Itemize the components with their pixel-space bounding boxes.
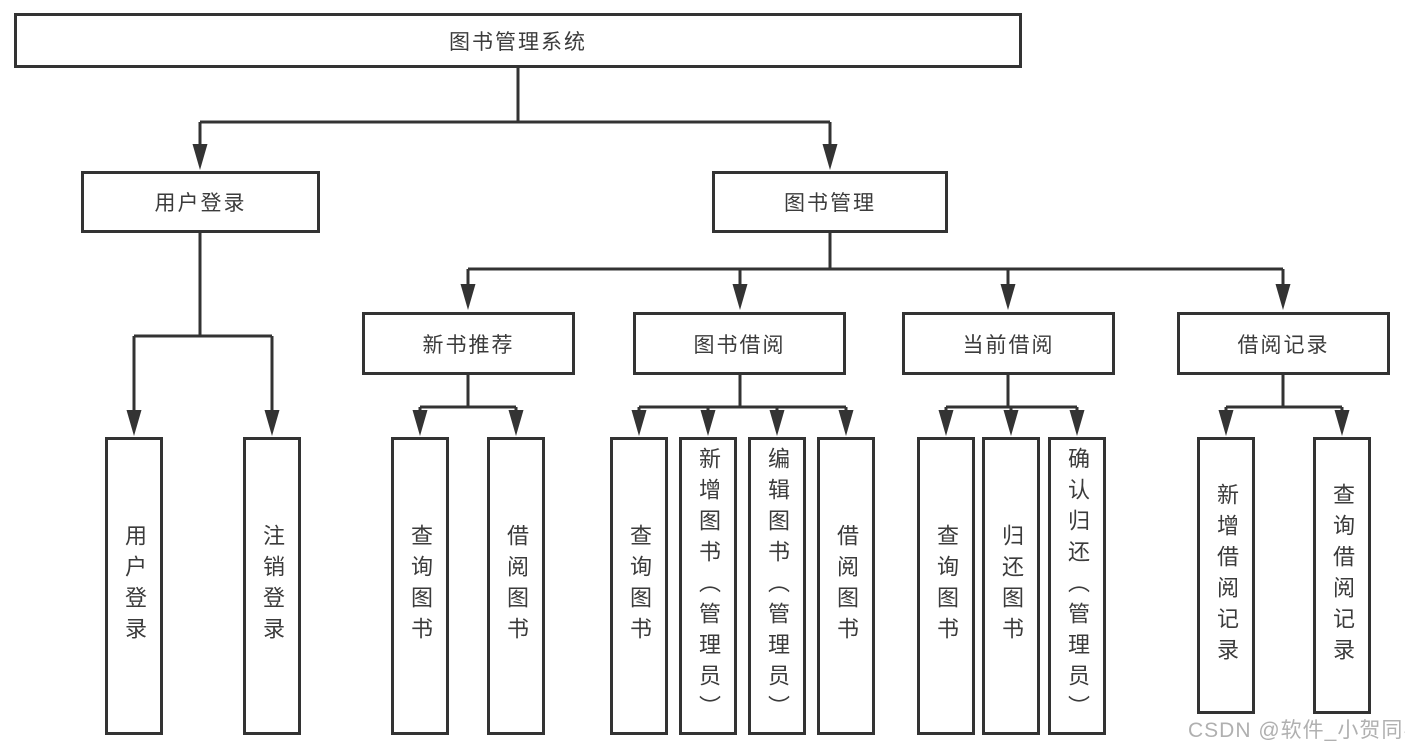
leaf-confirm-return-admin: 确认归还（管理员）	[1048, 437, 1106, 735]
csdn-watermark: CSDN @软件_小贺同学	[1188, 719, 1405, 742]
leaf-return-books: 归还图书	[982, 437, 1040, 735]
leaf-borrow-query-books: 查询图书	[610, 437, 668, 735]
leaf-user-login: 用户登录	[105, 437, 163, 735]
node-current-borrow: 当前借阅	[902, 312, 1115, 375]
node-borrow-records: 借阅记录	[1177, 312, 1390, 375]
leaf-query-borrow-record: 查询借阅记录	[1313, 437, 1371, 714]
node-root-library-system: 图书管理系统	[14, 13, 1022, 68]
leaf-recommend-borrow-books: 借阅图书	[487, 437, 545, 735]
leaf-add-books-admin: 新增图书（管理员）	[679, 437, 737, 735]
leaf-add-borrow-record: 新增借阅记录	[1197, 437, 1255, 714]
node-book-borrow: 图书借阅	[633, 312, 846, 375]
leaf-recommend-query-books: 查询图书	[391, 437, 449, 735]
leaf-current-query-books: 查询图书	[917, 437, 975, 735]
node-book-management: 图书管理	[712, 171, 948, 233]
node-new-book-recommend: 新书推荐	[362, 312, 575, 375]
leaf-edit-books-admin: 编辑图书（管理员）	[748, 437, 806, 735]
node-user-login: 用户登录	[81, 171, 320, 233]
leaf-logout: 注销登录	[243, 437, 301, 735]
leaf-borrow-books: 借阅图书	[817, 437, 875, 735]
